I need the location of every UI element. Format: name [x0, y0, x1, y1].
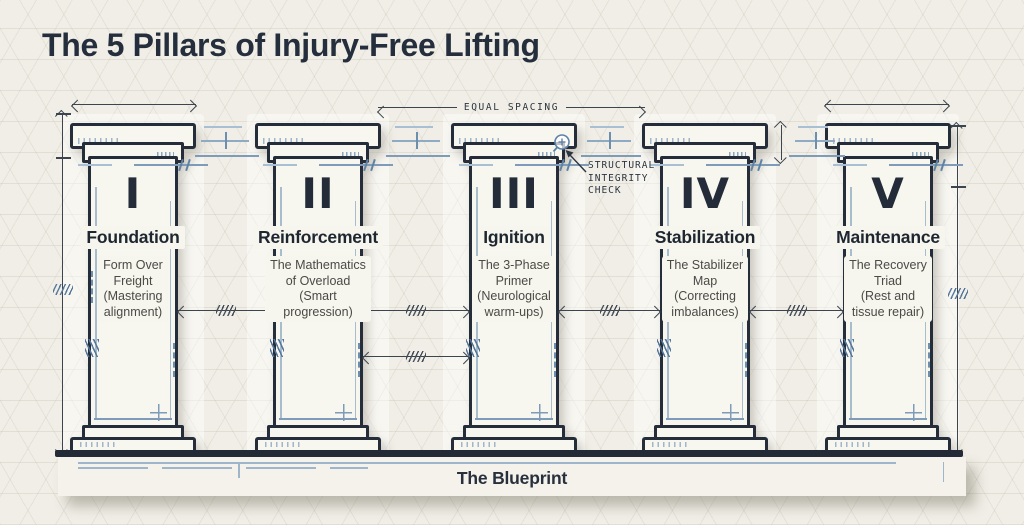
dim-capital-width-1 [72, 104, 196, 105]
detail-line [666, 418, 744, 420]
pillar-name: Stabilization [600, 226, 810, 249]
break-mark [270, 339, 284, 357]
dim-capital-height [781, 125, 782, 160]
pillar-description: The Recovery Triad (Rest and tissue repa… [793, 256, 983, 322]
pillar-name: Ignition [409, 226, 619, 249]
center-tick [609, 132, 611, 149]
break-mark [85, 339, 99, 357]
detail-line [279, 418, 357, 420]
dim-hatch-mark [53, 284, 73, 295]
break-mark [657, 339, 671, 357]
pillar-numeral: I [124, 169, 142, 218]
dash-mark [358, 343, 360, 377]
pillar-3-ignition: III Ignition The 3-Phase Primer (Neurolo… [419, 114, 609, 461]
detail-line [833, 159, 963, 171]
blueprint-label: The Blueprint [456, 468, 568, 488]
dim-gap-2-3 [363, 305, 469, 316]
pillar-2-reinforcement: II Reinforcement The Mathematics of Over… [223, 114, 413, 461]
detail-line [263, 159, 393, 171]
pillar-name: Reinforcement [213, 226, 423, 249]
dash-mark [91, 271, 93, 303]
detail-line [650, 159, 780, 171]
crosshair-mark [722, 404, 739, 421]
dim-hatch-mark [406, 305, 426, 316]
detail-line [849, 418, 927, 420]
detail-line [94, 418, 172, 420]
dim-hatch-mark [786, 305, 807, 316]
dim-hatch-mark [406, 351, 426, 362]
break-mark [466, 339, 480, 357]
centerline-mark [386, 126, 450, 157]
centerline-mark [195, 126, 259, 157]
dim-tick [951, 186, 966, 188]
dim-gap-2-3-lower [363, 351, 469, 362]
pillar-description: The 3-Phase Primer (Neurological warm-up… [419, 256, 609, 322]
pillar-name: Foundation [28, 226, 238, 249]
crosshair-mark [335, 404, 352, 421]
center-tick [416, 132, 418, 149]
dim-gap-4-5 [750, 305, 843, 316]
detail-tick [942, 462, 944, 482]
dim-line [566, 106, 645, 109]
dim-height-left [53, 113, 73, 452]
structural-check-label: STRUCTURAL INTEGRITY CHECK [588, 160, 656, 196]
pillar-name: Maintenance [783, 226, 993, 249]
detail-line [475, 418, 553, 420]
crosshair-mark [150, 404, 167, 421]
dim-tick [56, 157, 71, 159]
detail-line [78, 159, 208, 171]
page-title: The 5 Pillars of Injury-Free Lifting [42, 27, 540, 63]
dim-gap-3-4 [559, 305, 660, 316]
crosshair-mark [531, 404, 548, 421]
dim-tick [56, 113, 71, 115]
blueprint-base: The Blueprint [58, 457, 966, 496]
equal-spacing-label: EQUAL SPACING [463, 102, 560, 113]
center-tick [815, 132, 817, 149]
pillar-numeral: V [871, 169, 905, 218]
center-tick [225, 132, 227, 149]
pillar-1-foundation: I Foundation Form Over Freight (Masterin… [38, 114, 228, 461]
dim-capital-width-5 [825, 104, 949, 105]
detail-line [459, 159, 589, 171]
dim-hatch-mark [599, 305, 620, 316]
pillar-numeral: II [301, 169, 335, 218]
pillar-description: The Mathematics of Overload (Smart progr… [223, 256, 413, 322]
dim-gap-1-2 [178, 305, 273, 316]
crosshair-mark [905, 404, 922, 421]
centerline-mark [581, 126, 641, 157]
pillar-numeral: III [489, 169, 539, 218]
dim-height-right [948, 125, 968, 452]
dash-mark [173, 343, 175, 377]
detail-tick [238, 462, 240, 478]
ground-line [55, 450, 963, 457]
pillar-numeral: IV [679, 169, 731, 218]
dash-mark [928, 343, 930, 377]
pillar-description: The Stabilizer Map (Correcting imbalance… [610, 256, 800, 322]
dim-equal-spacing: EQUAL SPACING [378, 100, 645, 115]
centerline-mark [789, 126, 845, 157]
dash-mark [745, 343, 747, 377]
pillar-description: Form Over Freight (Mastering alignment) [38, 256, 228, 322]
dim-hatch-mark [948, 288, 968, 299]
break-mark [840, 339, 854, 357]
dim-hatch-mark [215, 305, 236, 316]
magnifier-icon [552, 134, 587, 173]
dash-mark [554, 343, 556, 377]
pillar-4-stabilization: IV Stabilization The Stabilizer Map (Cor… [610, 114, 800, 461]
dim-line [378, 106, 457, 109]
dim-tick [951, 125, 966, 127]
pillar-5-maintenance: V Maintenance The Recovery Triad (Rest a… [793, 114, 983, 461]
